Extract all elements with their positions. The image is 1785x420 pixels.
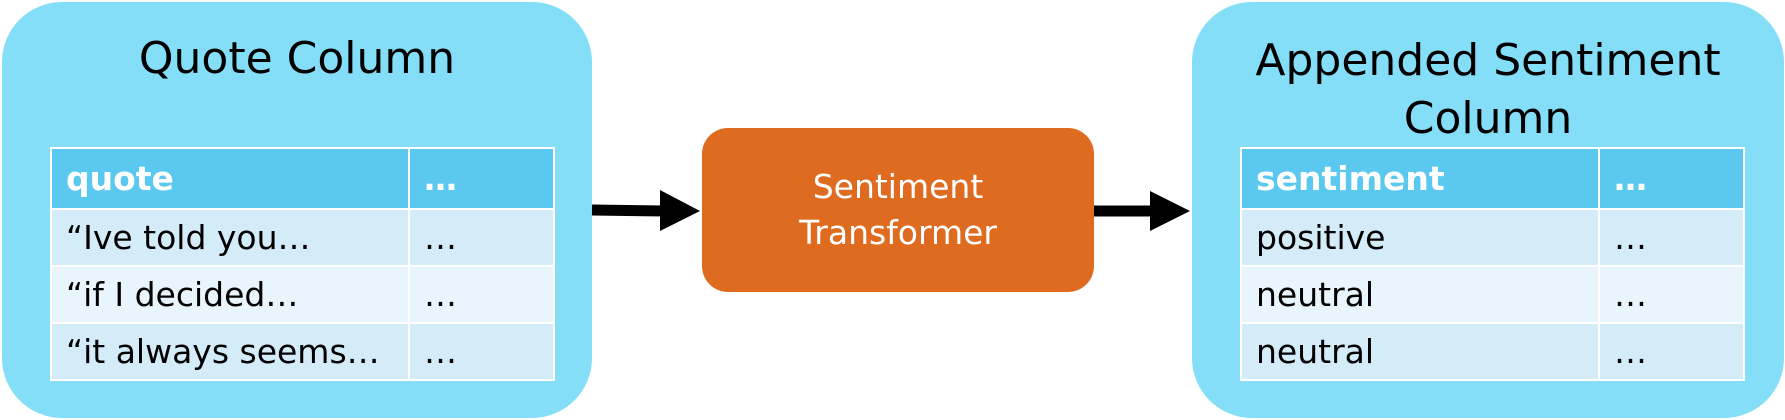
quote-column-panel: Quote Column quote … “Ive told you… … “i… [2,2,592,418]
sentiment-cell: neutral [1240,265,1600,324]
sentiment-transformer-box: Sentiment Transformer [702,128,1094,292]
input-arrow-head [660,190,700,231]
quote-column-title: Quote Column [138,33,456,84]
sentiment-title-line2: Column [1403,93,1573,144]
sentiment-title-line1: Appended Sentiment [1255,35,1721,86]
transformer-label-line1: Sentiment [812,167,984,206]
table-header-row: sentiment … [1240,147,1745,210]
table-row: positive … [1240,208,1745,267]
sentiment-column-panel: Appended Sentiment Column sentiment … po… [1192,2,1784,418]
ellipsis-cell: … [1598,208,1745,267]
input-arrow-shaft [591,204,665,217]
table-header-row: quote … [50,147,555,210]
quote-cell: “it always seems… [50,322,410,381]
ellipsis-cell: … [408,208,555,267]
ellipsis-header-cell: … [408,147,555,210]
table-row: neutral … [1240,322,1745,381]
quote-table: quote … “Ive told you… … “if I decided… … [50,147,555,381]
table-row: “it always seems… … [50,322,555,381]
sentiment-header-cell: sentiment [1240,147,1600,210]
sentiment-column-title: Appended Sentiment Column [1192,32,1784,148]
ellipsis-cell: … [408,265,555,324]
table-row: “Ive told you… … [50,208,555,267]
table-row: “if I decided… … [50,265,555,324]
table-row: neutral … [1240,265,1745,324]
output-arrow-head [1150,191,1190,231]
ellipsis-cell: … [408,322,555,381]
sentiment-cell: neutral [1240,322,1600,381]
sentiment-cell: positive [1240,208,1600,267]
quote-cell: “if I decided… [50,265,410,324]
quote-header-cell: quote [50,147,410,210]
sentiment-table: sentiment … positive … neutral … neutral… [1240,147,1745,381]
ellipsis-cell: … [1598,265,1745,324]
quote-cell: “Ive told you… [50,208,410,267]
ellipsis-cell: … [1598,322,1745,381]
transformer-label-line2: Transformer [798,213,998,252]
ellipsis-header-cell: … [1598,147,1745,210]
